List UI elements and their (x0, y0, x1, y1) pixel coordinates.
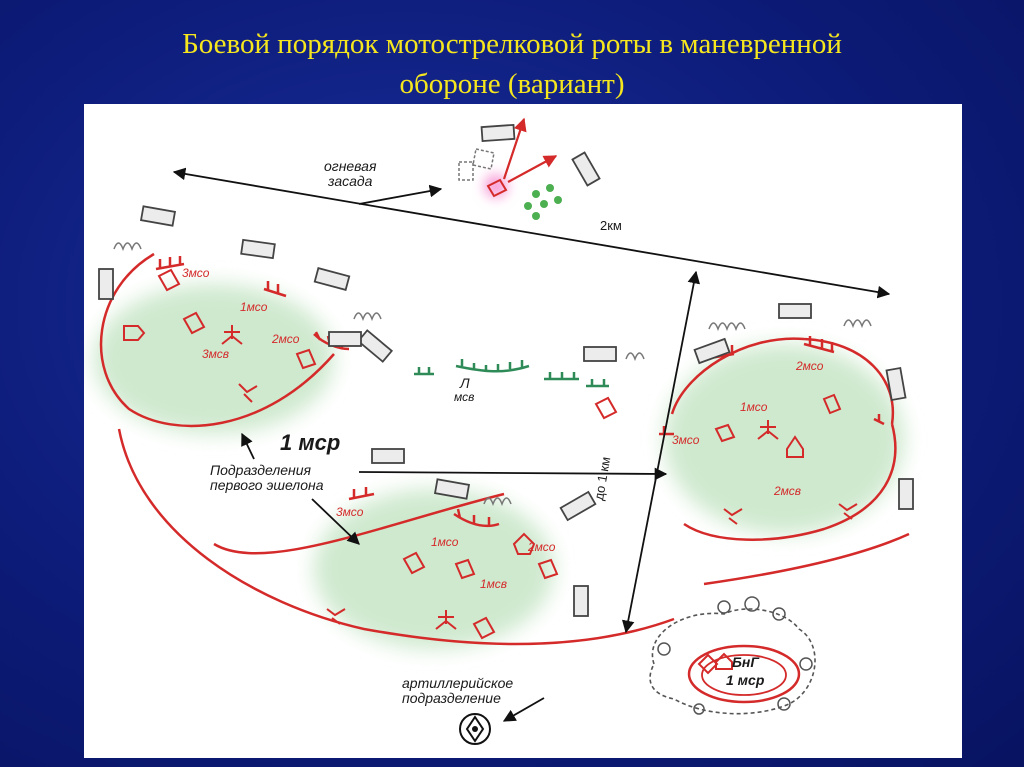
first-echelon-pointer-right (358, 467, 668, 481)
artillery-label: артиллерийское подразделение (402, 675, 514, 707)
left-platoon-area (94, 284, 334, 434)
command-post-symbol (435, 610, 457, 630)
right-platoon-area (664, 344, 904, 534)
first-echelon-label-line-1: Подразделения (210, 462, 311, 478)
woods-marks (657, 596, 813, 715)
reserve-platoon-label: мсв (454, 390, 475, 404)
left-squad-3-label: 3мсо (182, 266, 210, 280)
first-echelon-label-line-2: первого эшелона (210, 477, 324, 494)
pointer-arrows (172, 167, 891, 722)
fire-ambush-label-line-2: засада (328, 173, 373, 190)
bottom-squad-3-label: 3мсо (336, 505, 364, 519)
distance-2km-label: 2км (600, 218, 622, 233)
first-echelon-label: Подразделения первого эшелона (210, 462, 324, 494)
defense-areas (94, 174, 904, 649)
battalion-group-boundary (687, 644, 801, 704)
first-echelon-pointer-up (241, 432, 255, 460)
artillery-pointer (502, 697, 545, 722)
ifv-symbol (123, 325, 146, 341)
ambush-pointer (358, 184, 443, 205)
vehicle-symbols (123, 268, 858, 675)
bng-symbol (715, 652, 733, 670)
ifv-symbol (714, 423, 736, 443)
ifv-symbol (537, 558, 559, 580)
left-platoon-label: 3мсв (202, 347, 230, 361)
squad-symbol (838, 503, 858, 520)
bottom-squad-2-label: 2мсо (528, 540, 556, 554)
diagram-drawing (94, 117, 914, 745)
right-squad-3-label: 3мсо (672, 433, 700, 447)
bottom-platoon-label: 1мсв (480, 577, 508, 591)
company-label: 1 мср (280, 430, 341, 455)
right-squad-1-label: 1мсо (740, 400, 768, 414)
battalion-group-inner (701, 654, 787, 696)
battalion-group-outline (649, 608, 816, 715)
ifv-symbol (402, 551, 426, 575)
company-boundary-arc (117, 428, 675, 646)
battle-order-diagram: огневая засада 2км до 1 км 1 мср Подразд… (84, 104, 962, 758)
slide-title: Боевой порядок мотострелковой роты в ман… (0, 24, 1024, 104)
bng-label: БнГ (732, 654, 759, 670)
title-line-1: Боевой порядок мотострелковой роты в ман… (182, 28, 842, 60)
artillery-label-line-1: артиллерийское (402, 675, 514, 691)
command-post-symbol (757, 420, 779, 440)
squad-symbol (723, 508, 743, 525)
ifv-symbol (182, 311, 206, 335)
ifv-symbol (822, 393, 842, 415)
reserve-platoon-letter: Л (460, 375, 470, 391)
bottom-squad-1-label: 1мсо (431, 535, 459, 549)
fire-ambush-label: огневая засада (324, 158, 377, 190)
fire-ambush-label-line-1: огневая (324, 158, 377, 174)
artillery-label-line-2: подразделение (402, 690, 501, 707)
right-area-boundary-bottom (683, 423, 897, 541)
ifv-symbol (594, 396, 618, 420)
artillery-symbol (459, 713, 491, 745)
right-platoon-label: 2мсв (774, 484, 802, 498)
bottom-platoon-area (314, 489, 554, 649)
ifv-symbol (454, 558, 476, 580)
right-squad-2-label: 2мсо (796, 359, 824, 373)
distance-1km-arrow (621, 270, 701, 634)
left-squad-1-label: 1мсо (240, 300, 268, 314)
ifv-symbol (786, 435, 804, 458)
bng-company-label: 1 мср (726, 672, 765, 688)
squad-symbol (238, 383, 258, 403)
title-line-2: обороне (вариант) (399, 68, 625, 100)
left-squad-2-label: 2мсо (272, 332, 300, 346)
ifv-symbol (512, 532, 536, 555)
first-echelon-pointer-down (311, 498, 360, 545)
ifv-symbol (295, 348, 317, 370)
reserve-platoon-positions (414, 359, 609, 388)
slide-number: 15 (944, 728, 961, 745)
right-flank-line (703, 532, 910, 586)
ifv-symbol (157, 268, 181, 292)
command-post-symbol (221, 325, 243, 345)
squad-symbol (326, 608, 346, 625)
ifv-symbol (472, 616, 496, 640)
distance-2km-arrow (172, 167, 891, 299)
bottom-area-boundary (213, 492, 505, 555)
